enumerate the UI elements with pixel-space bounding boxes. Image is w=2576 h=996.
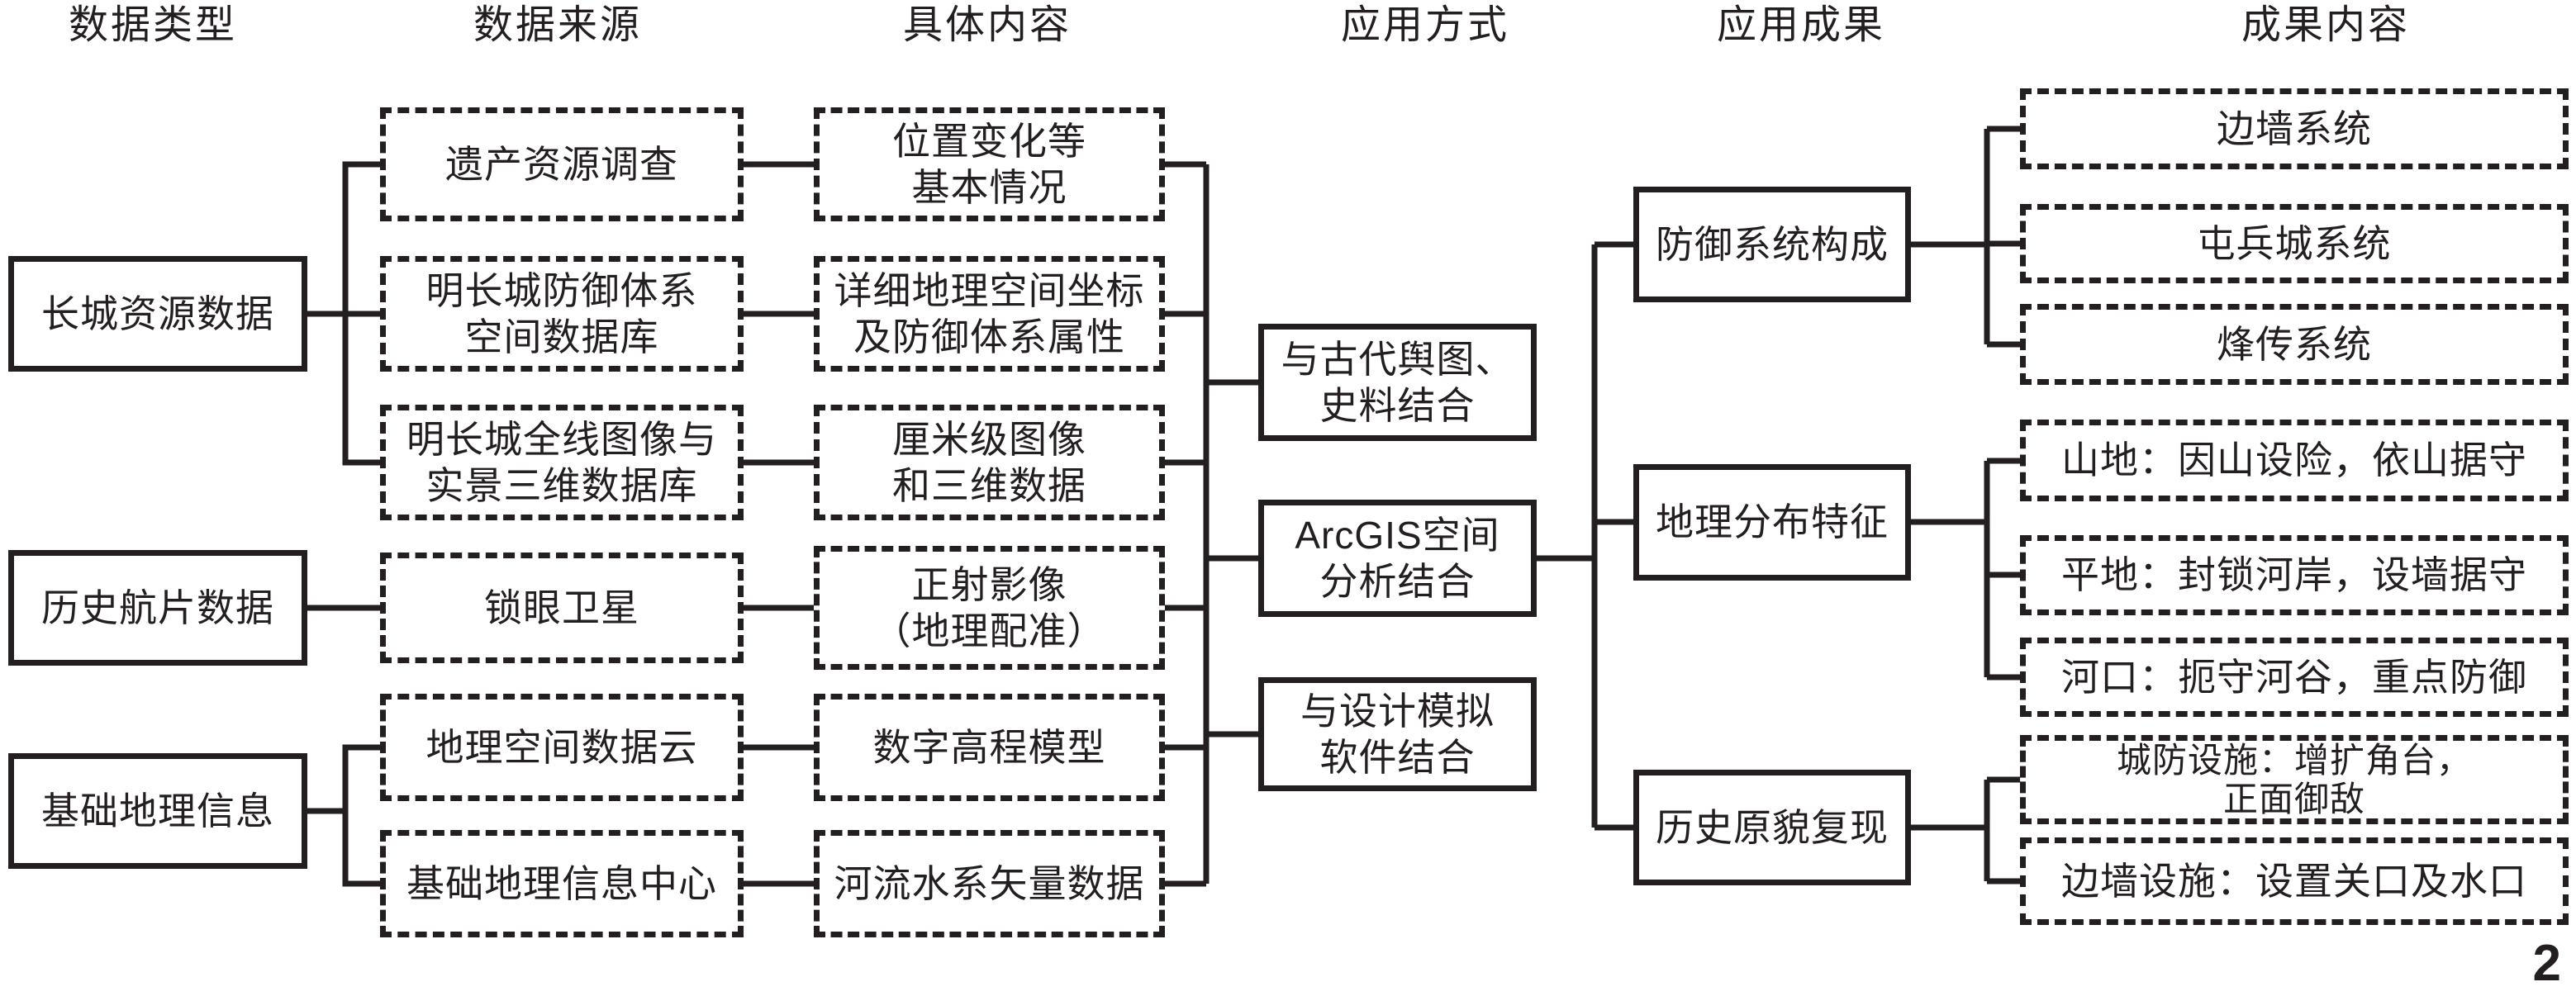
box-plain-strategy: 平地：封锁河岸，设墙据守 (2020, 535, 2569, 615)
box-defense-system-composition: 防御系统构成 (1633, 187, 1911, 302)
column-header-application-result: 应用成果 (1716, 3, 1885, 47)
box-historical-restoration: 历史原貌复现 (1633, 770, 1911, 885)
box-orthophoto-georeferenced: 正射影像 （地理配准） (814, 546, 1165, 670)
box-geospatial-data-cloud: 地理空间数据云 (380, 694, 744, 801)
box-position-change-basics: 位置变化等 基本情况 (814, 107, 1165, 221)
column-header-data-type: 数据类型 (68, 3, 237, 47)
box-heritage-resource-survey: 遗产资源调查 (380, 107, 744, 221)
box-combine-ancient-maps: 与古代舆图、 史料结合 (1258, 324, 1537, 441)
box-river-vector-data: 河流水系矢量数据 (814, 830, 1165, 937)
box-detailed-coords-attributes: 详细地理空间坐标 及防御体系属性 (814, 256, 1165, 372)
box-digital-elevation-model: 数字高程模型 (814, 694, 1165, 801)
box-garrison-city-system: 屯兵城系统 (2020, 204, 2569, 283)
box-mountain-strategy: 山地：因山设险，依山据守 (2020, 420, 2569, 501)
box-great-wall-resource-data: 长城资源数据 (8, 256, 307, 372)
box-basic-geoinfo-center: 基础地理信息中心 (380, 830, 744, 937)
box-basic-geographic-info: 基础地理信息 (8, 753, 307, 869)
box-river-mouth-strategy: 河口：扼守河谷，重点防御 (2020, 638, 2569, 717)
box-cm-image-3d-data: 厘米级图像 和三维数据 (814, 405, 1165, 520)
column-header-data-source: 数据来源 (473, 3, 642, 47)
box-arcgis-spatial-analysis: ArcGIS空间 分析结合 (1258, 500, 1537, 617)
column-header-result-content: 成果内容 (2241, 3, 2410, 47)
column-header-content: 具体内容 (902, 3, 1072, 47)
box-ming-full-line-image-3d-db: 明长城全线图像与 实景三维数据库 (380, 405, 744, 520)
box-combine-design-simulation: 与设计模拟 软件结合 (1258, 677, 1537, 791)
box-ming-defense-spatial-db: 明长城防御体系 空间数据库 (380, 256, 744, 372)
box-beacon-relay-system: 烽传系统 (2020, 304, 2569, 385)
page-number: 2 (2532, 935, 2561, 992)
box-historical-aerial-data: 历史航片数据 (8, 550, 307, 666)
box-city-defense-facilities: 城防设施：增扩角台， 正面御敌 (2020, 735, 2569, 824)
box-keyhole-satellite: 锁眼卫星 (380, 553, 744, 663)
box-geographic-distribution: 地理分布特征 (1633, 464, 1911, 581)
connector-basic-geo-branch (342, 744, 380, 887)
column-header-application-method: 应用方式 (1340, 3, 1509, 47)
box-border-wall-facilities: 边墙设施：设置关口及水口 (2020, 837, 2569, 925)
box-wall-system: 边墙系统 (2020, 88, 2569, 169)
